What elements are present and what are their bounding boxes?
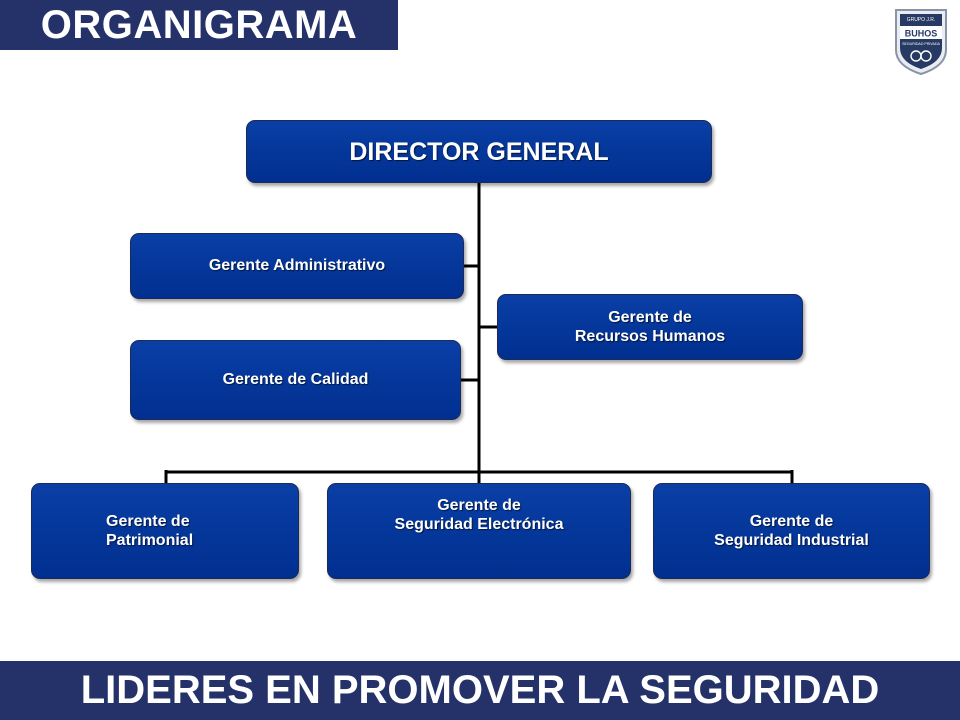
- node-gerente-administrativo: Gerente Administrativo: [130, 233, 464, 299]
- node-label: DIRECTOR GENERAL: [349, 137, 609, 166]
- node-gerente-rrhh: Gerente de Recursos Humanos: [497, 294, 803, 360]
- logo-line2: SEGURIDAD PRIVADA: [902, 42, 940, 46]
- node-label-line1: Gerente de: [106, 512, 190, 530]
- node-label-line1: Gerente de: [749, 512, 834, 530]
- node-label-line1: Gerente de: [608, 308, 692, 326]
- page-title: ORGANIGRAMA: [0, 0, 398, 50]
- node-label-line2: Recursos Humanos: [574, 328, 726, 345]
- node-gerente-patrimonial: Gerente de Patrimonial: [31, 483, 299, 579]
- node-label-line2: Seguridad Industrial: [714, 532, 869, 549]
- node-label-line2: Seguridad Electrónica: [394, 516, 564, 534]
- node-gerente-seguridad-industrial: Gerente de Seguridad Industrial: [653, 483, 930, 579]
- node-label: Gerente de Calidad: [222, 371, 369, 389]
- node-gerente-seguridad-electronica: Gerente de Seguridad Electrónica: [327, 483, 631, 579]
- node-label: Gerente Administrativo: [208, 257, 386, 275]
- company-logo: GRUPO J.R. BUHOS SEGURIDAD PRIVADA: [895, 9, 947, 76]
- node-gerente-calidad: Gerente de Calidad: [130, 340, 461, 420]
- node-label-line1: Gerente de: [437, 497, 521, 514]
- node-director-general: DIRECTOR GENERAL: [246, 120, 712, 183]
- node-label-line2: Patrimonial: [106, 532, 194, 549]
- logo-line1: GRUPO J.R.: [907, 17, 936, 23]
- logo-brand: BUHOS: [905, 29, 938, 39]
- slogan-banner: LIDERES EN PROMOVER LA SEGURIDAD: [0, 661, 960, 720]
